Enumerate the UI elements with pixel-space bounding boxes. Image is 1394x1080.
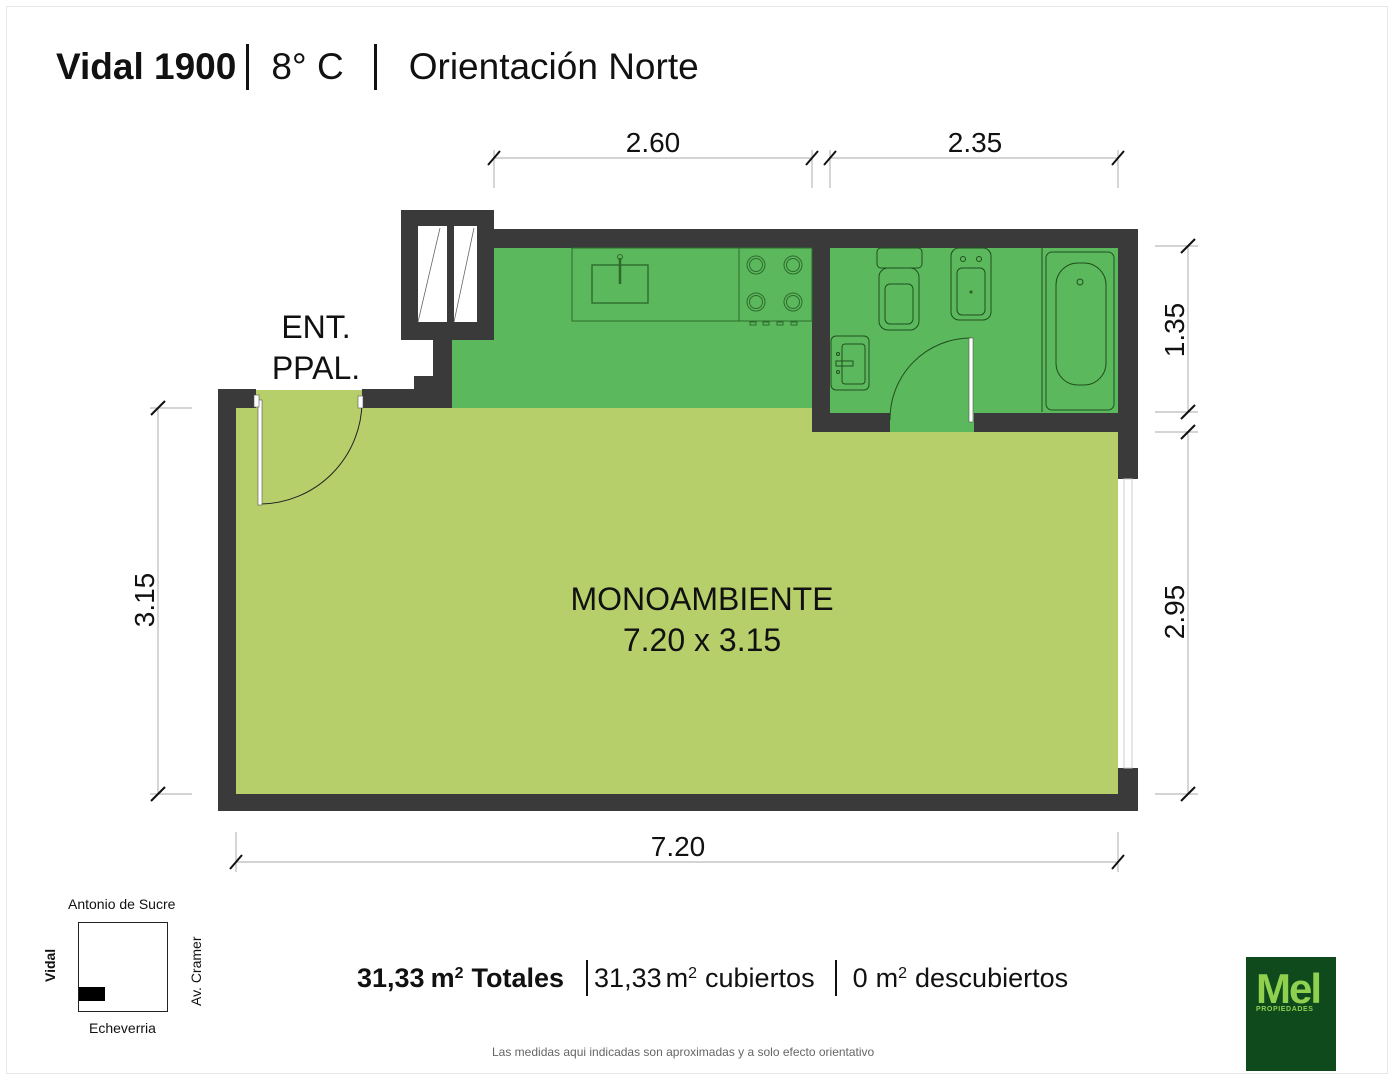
room-size: 7.20 x 3.15 [623,622,781,658]
uncovered-area-label: descubiertos [915,962,1069,993]
page-frame [6,6,1388,1074]
superscript: 2 [898,965,908,982]
divider [834,960,837,996]
walls [218,210,1138,811]
uncovered-area-value: 0 [852,962,868,993]
room-name: MONOAMBIENTE [570,581,833,617]
covered-area-unit: m [665,962,689,993]
entrance-label: ENT. [281,309,350,345]
main-room-floor [236,408,1118,794]
dimension-lines [150,150,1198,872]
kitchen-counter [571,247,813,322]
bathroom-door [889,337,974,423]
stove-icon [746,255,803,326]
dimension-top-bath: 2.35 [948,127,1003,158]
street-south: Echeverria [89,1020,156,1036]
divider [586,960,589,996]
right-window [1123,478,1133,769]
kitchen-floor [452,248,812,408]
dimension-ticks [150,150,1196,870]
entrance-door [253,394,364,506]
dimension-right-bath: 1.35 [1159,303,1190,358]
dimension-right-room: 2.95 [1159,585,1190,640]
superscript: 2 [454,965,464,982]
window-panes [417,227,477,323]
dimension-bottom-total: 7.20 [651,831,706,862]
bathroom-floor [830,248,1118,413]
total-area-label: Totales [471,962,565,993]
orientation: Orientación Norte [408,46,699,87]
entrance-label: PPAL. [272,350,360,386]
bathroom-door-sill [890,412,974,432]
uncovered-area-unit: m [875,962,899,993]
dimension-top-kitchen: 2.60 [626,127,681,158]
property-marker [79,987,105,1001]
divider [373,44,377,90]
bathtub-icon [1041,248,1115,412]
brand-name: Mel [1256,965,1322,1012]
street-north: Antonio de Sucre [68,896,176,912]
unit-number: 8° C [271,46,344,87]
street-west: Vidal [42,948,58,982]
entrance-sill [256,390,362,410]
toilet-icon [876,247,923,331]
total-area-unit: m [430,962,455,993]
covered-area-value: 31,33 [594,962,662,993]
divider [246,44,250,90]
disclaimer: Las medidas aqui indicadas son aproximad… [492,1045,875,1059]
superscript: 2 [688,965,698,982]
covered-area-label: cubiertos [705,962,815,993]
page-title: Vidal 1900 8° C Orientación Norte [56,44,699,90]
location-map: Antonio de Sucre Vidal Av. Cramer Echeve… [40,890,220,1040]
block-outline [78,922,168,1012]
building-name: Vidal 1900 [56,46,237,87]
floor-plan: ENT. PPAL. MONOAMBIENTE 7.20 x 3.15 2.60… [129,127,1198,872]
dimension-left-room: 3.15 [129,573,160,628]
bidet-icon [950,247,992,321]
total-area-value: 31,33 [357,962,425,993]
washbasin-icon [830,335,870,391]
street-east: Av. Cramer [188,936,204,1007]
brand-tagline: PROPIEDADES [1256,1006,1314,1013]
brand-logo: Mel PROPIEDADES [1246,957,1336,1071]
